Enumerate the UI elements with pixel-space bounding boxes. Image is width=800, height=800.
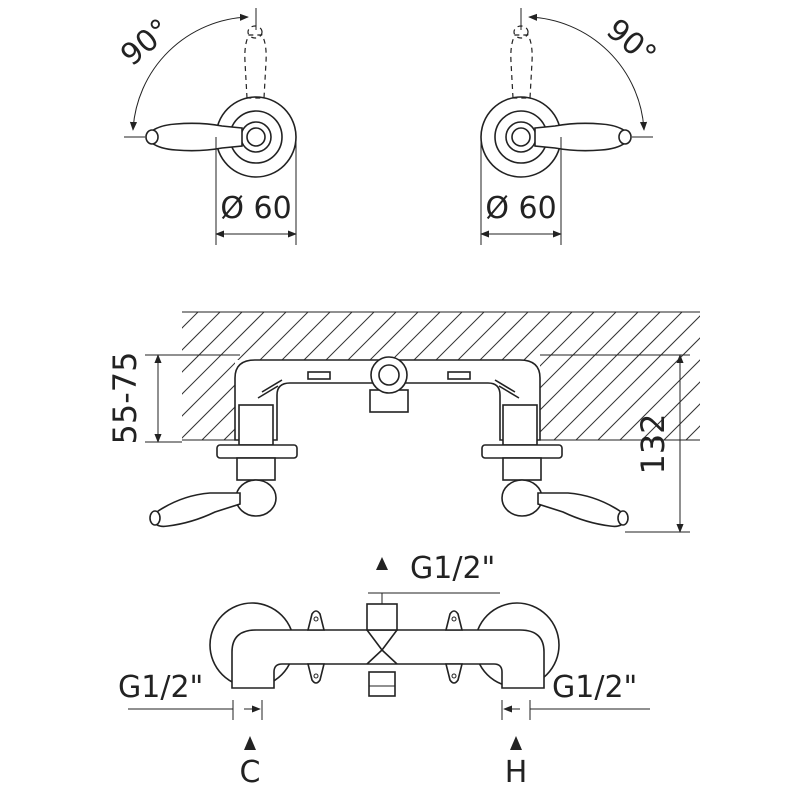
left-head [235,479,277,517]
right-head [501,479,543,517]
hatch-line [752,312,800,440]
hatch-line [575,312,700,440]
hatch-line [774,312,800,440]
center-bottom-port [368,671,396,697]
center-fitting-outer [370,356,408,394]
left-tab-top-hole [313,616,319,622]
hatch-line [708,312,800,440]
left-neck [236,457,276,481]
spindle-inner [511,127,531,147]
u-pipe [231,629,545,689]
right-tab-bottom-hole [451,673,457,679]
diameter-label: Ø 60 [485,191,556,226]
center-top-port [366,603,398,631]
lever-handle [534,122,628,152]
wall-outline [182,311,700,441]
hatch-line [0,312,110,440]
lever-alt-cap [247,25,263,39]
hatch-line [685,312,700,440]
center-cross [366,629,398,665]
rotation-arc [528,13,648,131]
right-inlet-label: G1/2" [552,670,637,705]
angle-label: 90° [599,12,662,73]
height-label: 132 [634,413,672,474]
right-flange [481,444,563,459]
rotation-arc [129,13,249,131]
right-lever-cap [617,510,629,526]
right-elbow-detail [494,379,520,399]
right-lever [537,492,626,528]
spindle-outer [240,121,272,153]
angle-label: 90° [114,12,177,73]
front-view: 55-75 132 [0,311,800,533]
top-left-view: 90° Ø 60 [114,8,297,245]
wall-depth-label: 55-75 [106,352,144,445]
right-neck [502,457,542,481]
hot-label: H [505,755,528,790]
hatch-line [619,312,700,440]
top-right-view: 90° Ø 60 [480,8,663,245]
left-elbow-detail [257,379,283,399]
hot-arrow [510,736,522,750]
diameter-label: Ø 60 [220,191,291,226]
hatch-line [182,312,287,440]
center-fitting-inner [378,364,400,386]
hatch-line [182,312,265,440]
left-lever [152,492,241,528]
left-valve-body [238,404,274,446]
lever-alt-position [510,34,533,99]
spindle-outer [505,121,537,153]
spindle-inner [246,127,266,147]
hatch-line [182,312,221,440]
pipe-body [234,359,541,441]
lever-handle [149,122,243,152]
hatch-line [730,312,800,440]
cold-arrow [244,736,256,750]
hatch-line [796,312,800,440]
cold-label: C [240,755,261,790]
bottom-view: G1/2" G1/2" C G1/2" H [118,551,650,790]
hatch-line [553,312,683,440]
lever-cap [145,129,159,145]
left-tab-bottom-hole [313,673,319,679]
hatch-line [641,312,700,440]
right-tab-top-hole [451,616,457,622]
hatch-line [531,312,661,440]
left-slot [307,371,331,380]
left-flange [216,444,298,459]
right-slot [447,371,471,380]
left-inlet-label: G1/2" [118,670,203,705]
hatch-line [182,312,243,440]
hatch-line [597,312,700,440]
right-valve-body [502,404,538,446]
left-lever-cap [149,510,161,526]
lever-alt-position [244,34,267,99]
hatch-line [663,312,700,440]
top-inlet-label: G1/2" [410,551,495,586]
lever-cap [618,129,632,145]
top-inlet-arrow [376,557,388,570]
